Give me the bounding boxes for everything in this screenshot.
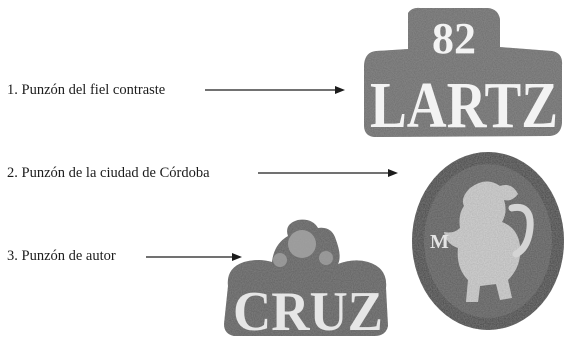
caption-autor: 3. Punzón de autor — [7, 248, 116, 264]
caption-ciudad-cordoba: 2. Punzón de la ciudad de Córdoba — [7, 165, 210, 181]
arrow-1 — [205, 83, 345, 97]
arrow-2 — [258, 166, 398, 180]
stamp-name-text: LARTZ — [370, 69, 558, 140]
stamp-letter-text: M — [430, 231, 449, 253]
author-stamp-image: CRUZ — [218, 216, 394, 338]
stamp-author-text: CRUZ — [233, 281, 383, 338]
stamp-number-text: 82 — [432, 14, 476, 63]
fiel-contraste-stamp-image: 82 LARTZ — [360, 5, 565, 140]
caption-fiel-contraste: 1. Punzón del fiel contraste — [7, 82, 165, 98]
cordoba-city-stamp-image: M — [408, 148, 568, 334]
